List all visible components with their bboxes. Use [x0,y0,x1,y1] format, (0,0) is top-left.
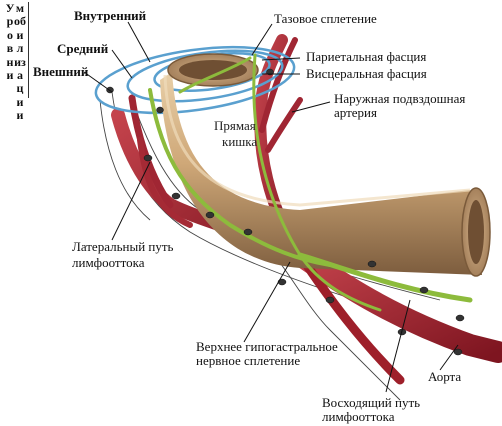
rectum-lumen-end [468,200,484,264]
lymph-node [325,296,335,304]
label-inner-level: Внутренний [74,8,147,23]
label-external-iliac-line2: артерия [334,105,377,120]
hypogastric-nerve-main [148,88,332,267]
leader-lines [83,21,459,393]
rectum-lumen-top [179,60,247,80]
label-lateral-path-line1: Латеральный путь [72,239,174,254]
label-visceral-fascia: Висцеральная фасция [306,66,427,81]
label-pelvic-plexus: Тазовое сплетение [274,11,377,26]
label-external-iliac-line1: Наружная подвздошная [334,91,466,106]
hypogastric-plexus [297,252,473,303]
label-aorta: Аорта [428,369,462,384]
branch-vessel-2 [137,137,193,228]
external-iliac-artery [265,97,303,153]
lymph-node [171,192,181,200]
rectum-body [160,72,482,275]
label-hypogastric-line2: нервное сплетение [196,353,301,368]
label-hypogastric-line1: Верхнее гипогастральное [196,339,338,354]
middle-fascia-ring [126,49,284,103]
nerves [148,53,473,312]
label-middle-level: Средний [57,41,109,56]
lymph-node [143,154,153,162]
lymph-node [243,228,253,236]
rectum-top-surface [163,74,471,207]
lymph-node [367,260,377,268]
levels-label-col1: Уровни [5,1,15,83]
nerve-branch-3 [298,253,382,312]
label-rectum-line2: кишка [222,134,258,149]
label-ascending-path-line1: Восходящий путь [322,395,421,410]
rectum [160,53,491,277]
hypogastric-nerve-right [252,53,302,257]
label-lateral-path-line2: лимфооттока [72,255,145,270]
label-ascending-path-line2: лимфооттока [322,409,395,424]
lymph-node [156,106,164,114]
label-rectum-line1: Прямая [214,118,256,133]
lymph-node [205,211,215,219]
label-parietal-fascia: Париетальная фасция [306,49,427,64]
pelvic-plexus-branch [178,56,252,94]
lymph-node [419,286,429,294]
internal-iliac-right [259,37,298,133]
levels-divider [28,2,29,98]
outer-fascia-ring [94,45,296,115]
lymph-node [455,314,465,322]
label-outer-level: Внешний [33,64,89,79]
levels-label-col2: мобилизации [14,1,26,123]
lymph-node [453,348,463,356]
